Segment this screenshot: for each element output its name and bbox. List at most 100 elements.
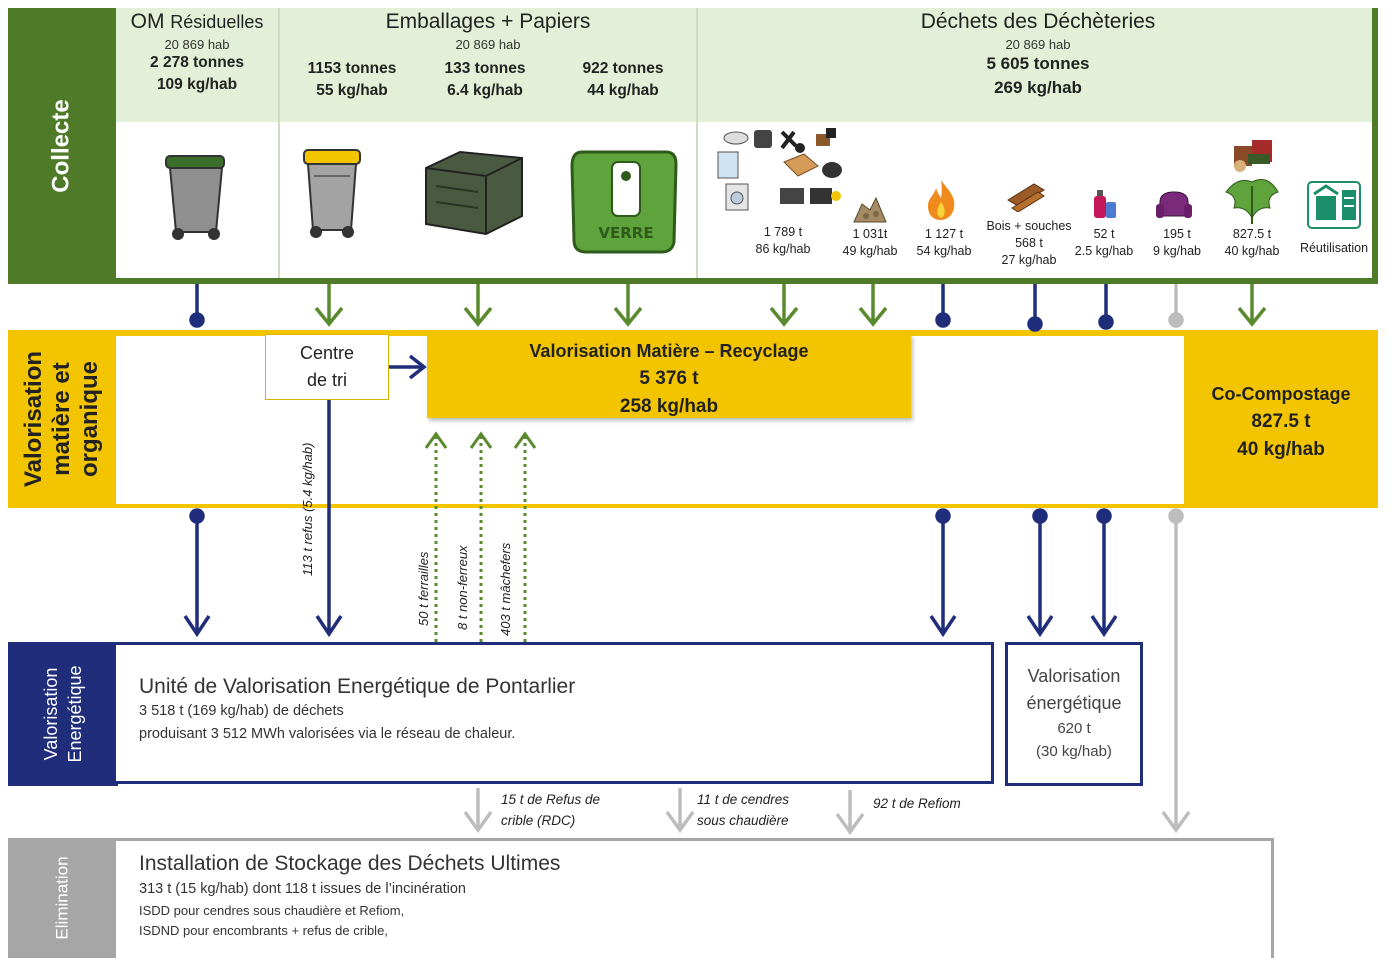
grey-pin-top xyxy=(1168,284,1184,328)
compostage-tonnes: 827.5 t xyxy=(1251,411,1311,432)
arrow-green-container xyxy=(463,284,493,327)
residue-rdc-line1: 15 t de Refus de xyxy=(501,792,601,807)
isdu-box xyxy=(116,838,1274,958)
residue-rdc-line2: crible (RDC) xyxy=(501,813,576,828)
residue-rdc: 15 t de Refus de crible (RDC) xyxy=(501,789,600,831)
grey-bin-icon xyxy=(165,155,225,240)
item-8-label: Réutilisation xyxy=(1299,241,1369,255)
centre-tri-line2: de tri xyxy=(306,370,348,390)
uve-line1: 3 518 t (169 kg/hab) de déchets xyxy=(139,703,344,719)
navy-pins-top xyxy=(189,284,1114,332)
recyclage-title: Valorisation Matière – Recyclage xyxy=(529,341,809,361)
green-waste-icon xyxy=(1225,140,1279,224)
centre-tri-line1: Centre xyxy=(299,343,355,363)
decheterie-item-1: 1 789 t 86 kg/hab xyxy=(740,224,826,258)
om-title: OM xyxy=(130,10,165,33)
isdu-title: Installation de Stockage des Déchets Ult… xyxy=(139,852,561,875)
decheteries-hab: 20 869 hab xyxy=(1005,37,1071,52)
item-5-tonnes: 52 t xyxy=(1093,227,1115,241)
isdu-text: Installation de Stockage des Déchets Ult… xyxy=(139,850,1259,941)
decheterie-item-7: 827.5 t 40 kg/hab xyxy=(1214,226,1290,260)
emballages-col-2-tonnes: 133 tonnes xyxy=(444,60,526,77)
item-7-tonnes: 827.5 t xyxy=(1232,227,1272,241)
yellow-lid-bin-icon xyxy=(303,149,361,238)
compostage-kg: 40 kg/hab xyxy=(1237,439,1325,460)
om-tonnes: 2 278 tonnes xyxy=(150,54,244,71)
container-icon xyxy=(425,150,523,236)
arrow-green-dech-1 xyxy=(769,284,799,327)
decheterie-item-2: 1 031t 49 kg/hab xyxy=(834,226,906,260)
emballages-col-2: 133 tonnes 6.4 kg/hab xyxy=(425,58,545,102)
om-header: OM Résiduelles 20 869 hab 2 278 tonnes 1… xyxy=(116,10,278,96)
residue-cendres-line1: 11 t de cendres xyxy=(697,792,790,807)
decheteries-header: Déchets des Déchèteries 20 869 hab 5 605… xyxy=(698,10,1378,100)
green-arrows xyxy=(314,284,1267,327)
item-7-kg: 40 kg/hab xyxy=(1224,244,1280,258)
valo-en-line1: Valorisation xyxy=(1027,666,1121,686)
emballages-col-3-tonnes: 922 tonnes xyxy=(582,60,664,77)
decheterie-item-6: 195 t 9 kg/hab xyxy=(1142,226,1212,260)
arrow-green-dech-2 xyxy=(858,284,888,327)
verre-label: VERRE xyxy=(598,224,653,242)
valo-en-tonnes: 620 t xyxy=(1057,720,1091,737)
flow-machefers-label: 403 t mâchefers xyxy=(498,542,513,636)
item-1-tonnes: 1 789 t xyxy=(763,225,803,239)
flow-refus-label: 113 t refus (5.4 kg/hab) xyxy=(300,442,315,576)
compostage-box: Co-Compostage 827.5 t 40 kg/hab xyxy=(1184,380,1378,464)
emballages-title: Emballages + Papiers xyxy=(385,10,591,33)
valo-energetique-box: Valorisation énergétique 620 t (30 kg/ha… xyxy=(1005,642,1143,786)
elimination-band xyxy=(8,838,118,958)
fire-icon xyxy=(928,180,955,220)
grey-arrows-down xyxy=(463,508,1191,835)
separator xyxy=(696,8,698,278)
arrow-green-compost xyxy=(1237,284,1267,327)
emballages-header: Emballages + Papiers 20 869 hab xyxy=(280,10,696,52)
valo-en-line2: énergétique xyxy=(1026,693,1122,713)
emballages-col-1-kg: 55 kg/hab xyxy=(316,82,388,99)
emballages-hab: 20 869 hab xyxy=(455,37,521,52)
item-3-tonnes: 1 127 t xyxy=(924,227,964,241)
residue-cendres-line2: sous chaudière xyxy=(697,813,789,828)
emballages-col-1-tonnes: 1153 tonnes xyxy=(307,60,397,77)
flow-non-ferreux-label: 8 t non-ferreux xyxy=(455,545,470,630)
compostage-title: Co-Compostage xyxy=(1211,384,1351,404)
item-6-kg: 9 kg/hab xyxy=(1153,244,1201,258)
furniture-icon xyxy=(1156,191,1192,218)
residue-refiom: 92 t de Refiom xyxy=(873,796,961,811)
glass-bank-icon: VERRE xyxy=(570,150,678,254)
decheteries-title: Déchets des Déchèteries xyxy=(920,10,1156,33)
decheterie-item-3: 1 127 t 54 kg/hab xyxy=(908,226,980,260)
decheterie-item-8: Réutilisation xyxy=(1290,240,1378,257)
emballages-col-1: 1153 tonnes 55 kg/hab xyxy=(292,58,412,102)
arrow-green-emballages xyxy=(314,284,344,327)
uve-text: Unité de Valorisation Energétique de Pon… xyxy=(139,674,979,746)
residue-refiom-line: 92 t de Refiom xyxy=(873,796,961,811)
arrow-tri-to-recyclage xyxy=(389,354,427,380)
reuse-icon xyxy=(1307,181,1361,229)
decheteries-tonnes: 5 605 tonnes xyxy=(986,54,1090,73)
uve-title: Unité de Valorisation Energétique de Pon… xyxy=(139,675,576,698)
om-kg: 109 kg/hab xyxy=(156,76,238,93)
arrow-green-verre xyxy=(613,284,643,327)
rubble-icon xyxy=(853,196,887,223)
uve-line2: produisant 3 512 MWh valorisées via le r… xyxy=(139,726,516,742)
item-4-label: Bois + souches xyxy=(986,219,1072,233)
decheterie-item-5: 52 t 2.5 kg/hab xyxy=(1068,226,1140,260)
item-2-tonnes: 1 031t xyxy=(852,227,888,241)
isdu-line1: 313 t (15 kg/hab) dont 118 t issues de l… xyxy=(139,881,466,897)
om-title-rest: Résiduelles xyxy=(170,12,264,32)
isdu-line2: ISDD pour cendres sous chaudière et Refi… xyxy=(139,903,405,918)
uve-box xyxy=(116,642,994,784)
wood-icon xyxy=(1007,183,1045,212)
centre-de-tri: Centre de tri xyxy=(265,334,389,400)
recyclage-box: Valorisation Matière – Recyclage 5 376 t… xyxy=(427,334,911,418)
green-dotted-arrows xyxy=(424,431,537,642)
flow-ferrailles-label: 50 t ferrailles xyxy=(416,551,431,626)
item-2-kg: 49 kg/hab xyxy=(842,244,898,258)
item-4-tonnes: 568 t xyxy=(1015,236,1043,250)
chemicals-icon xyxy=(1094,190,1116,218)
decheteries-kg: 269 kg/hab xyxy=(994,78,1082,97)
separator xyxy=(278,8,280,278)
recyclage-tonnes: 5 376 t xyxy=(639,368,699,389)
